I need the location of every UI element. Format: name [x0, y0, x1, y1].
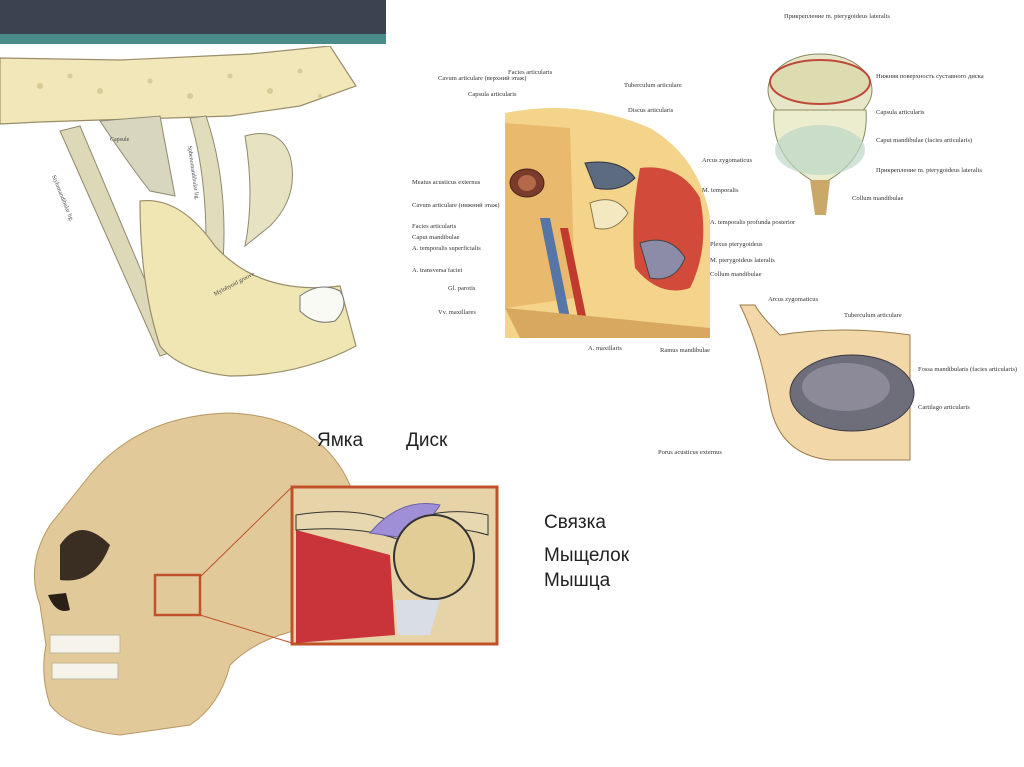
caput-mandibulae-label: Caput mandibulae	[412, 234, 460, 241]
disc-condyle-drawing	[767, 53, 873, 215]
title-bar-accent	[0, 34, 386, 44]
fossa-illustration: Arcus zygomaticus Tuberculum articulare …	[620, 295, 1020, 465]
ramus-mandibulae-label: Ramus mandibulae	[660, 347, 711, 354]
arcus-mid-label: Arcus zygomaticus	[768, 296, 819, 303]
title-bar	[0, 0, 386, 34]
muscle-label: Мышца	[544, 570, 611, 591]
m-pterygoideus-label: M. pterygoideus lateralis	[710, 257, 775, 264]
skull-illustration: Ямка Диск Связка Мыщелок Мышца	[0, 405, 640, 767]
attachment-bottom-label: Прикрепление m. pterygoideus lateralis	[876, 167, 982, 174]
disc-condyle-illustration: Прикрепление m. pterygoideus lateralis Н…	[760, 10, 1022, 220]
ligaments-drawing: Stylomandibular lig. Capsule Sphenomandi…	[0, 45, 357, 377]
porus-label: Porus acusticus externus	[658, 449, 722, 456]
vv-maxillares-label: Vv. maxillares	[438, 309, 476, 316]
disc-label: Диск	[406, 430, 448, 451]
a-temporalis-superficialis-label: A. temporalis superficialis	[412, 245, 481, 252]
capsula-label: Capsula articularis	[468, 91, 517, 98]
tmj-section-illustration: Cavum articulare (верхний этаж) Facies a…	[410, 68, 795, 358]
capsula-right-label: Capsula articularis	[876, 109, 925, 116]
a-transversa-label: A. transversa faciei	[412, 267, 463, 274]
fossa-label: Ямка	[317, 430, 364, 451]
facies-articularis-label: Facies articularis	[412, 223, 457, 230]
tmj-section-drawing	[505, 108, 710, 338]
condyle-label: Мыщелок	[544, 545, 630, 566]
ligament-label: Связка	[544, 512, 606, 533]
cavum-upper-label: Cavum articulare (верхний этаж)	[438, 75, 527, 82]
a-maxillaris-label: A. maxillaris	[588, 345, 622, 352]
cavum-lower-label: Cavum articulare (нижний этаж)	[412, 202, 500, 209]
ligaments-illustration: Stylomandibular lig. Capsule Sphenomandi…	[0, 45, 362, 396]
tuberculum-mid-label: Tuberculum articulare	[844, 312, 902, 319]
disc-inferior-surface-label: Нижняя поверхность суставного диска	[876, 73, 984, 80]
attachment-top-label: Прикрепление m. pterygoideus lateralis	[784, 13, 890, 20]
tuberculum-label: Tuberculum articulare	[624, 82, 682, 89]
fossa-drawing	[739, 304, 915, 461]
skull-drawing	[33, 412, 499, 736]
discus-label: Discus articularis	[628, 107, 674, 114]
sphenomandibular-ligament-label: Sphenomandibular lig.	[186, 145, 200, 200]
facies-articularis-top-label: Facies articularis	[508, 69, 553, 76]
arcus-zygomaticus-label: Arcus zygomaticus	[702, 157, 753, 164]
fossa-mid-label: Fossa mandibularis (facies articularis)	[918, 366, 1018, 373]
plexus-pterygoideus-label: Plexus pterygoideus	[710, 241, 763, 248]
meatus-label: Meatus acusticus externus	[412, 179, 481, 186]
collum-right-label: Collum mandibulae	[852, 195, 904, 202]
a-temporalis-profunda-label: A. temporalis profunda posterior	[710, 219, 796, 226]
capsule-label: Capsule	[110, 137, 130, 143]
m-temporalis-label: M. temporalis	[702, 187, 739, 194]
collum-label: Collum mandibulae	[710, 271, 762, 278]
stylomandibular-ligament-label: Stylomandibular lig.	[50, 175, 74, 223]
cartilago-label: Cartilago articularis	[918, 404, 970, 411]
gl-parotis-label: Gl. parotis	[448, 285, 476, 292]
caput-right-label: Caput mandibulae (facies articularis)	[876, 137, 973, 144]
